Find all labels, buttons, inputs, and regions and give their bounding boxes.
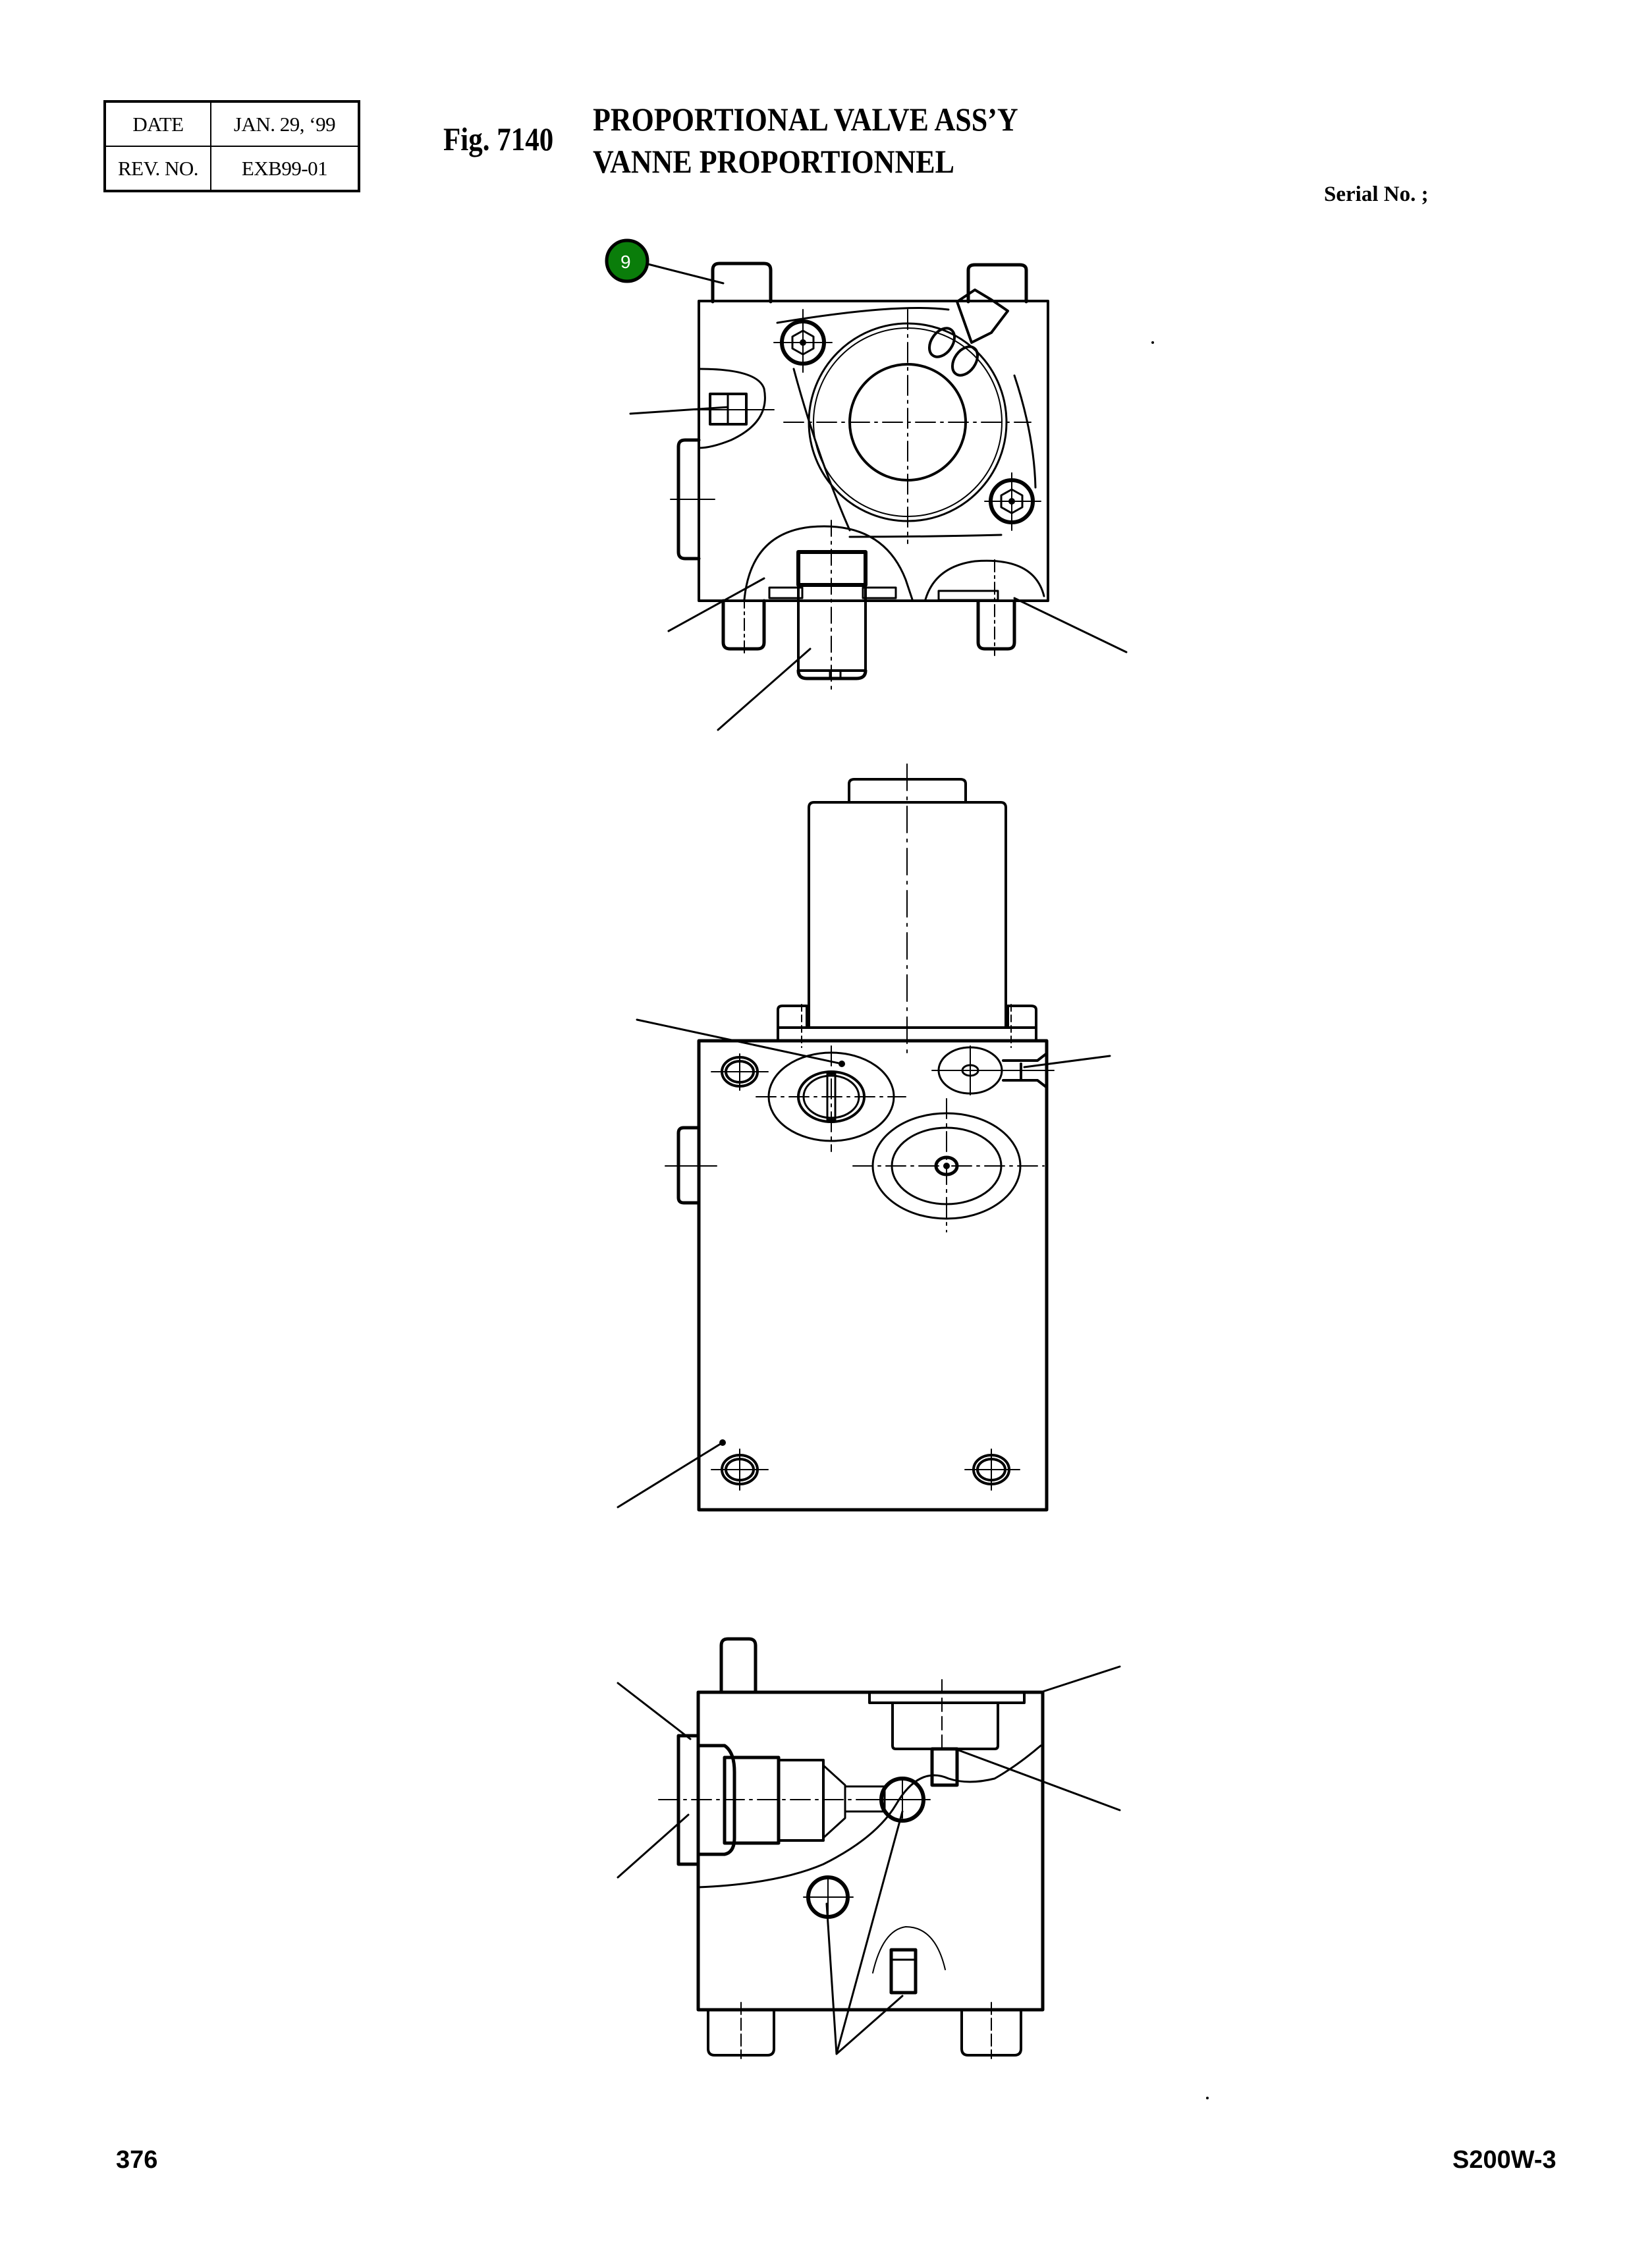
- figure-title-english: PROPORTIONAL VALVE ASS’Y: [593, 101, 1018, 138]
- side-view: [617, 1637, 1121, 2059]
- page-number: 376: [116, 2146, 158, 2174]
- date-value: JAN. 29, ‘99: [210, 101, 360, 147]
- figure-title-french: VANNE PROPORTIONNEL: [593, 143, 954, 180]
- callout-circle-icon: [605, 238, 649, 283]
- figure-number: Fig. 7140: [443, 121, 554, 157]
- callout-marker-9[interactable]: 9: [604, 238, 650, 284]
- model-code: S200W-3: [1452, 2146, 1556, 2174]
- front-view: [617, 763, 1111, 1512]
- rev-no-value: EXB99-01: [210, 146, 360, 192]
- revision-table: DATE JAN. 29, ‘99 REV. NO. EXB99-01: [103, 100, 360, 192]
- date-label: DATE: [104, 101, 211, 147]
- serial-number-label: Serial No. ;: [1324, 182, 1429, 206]
- callout-number: 9: [620, 252, 631, 272]
- top-view: [629, 262, 1128, 731]
- rev-no-label: REV. NO.: [104, 146, 211, 192]
